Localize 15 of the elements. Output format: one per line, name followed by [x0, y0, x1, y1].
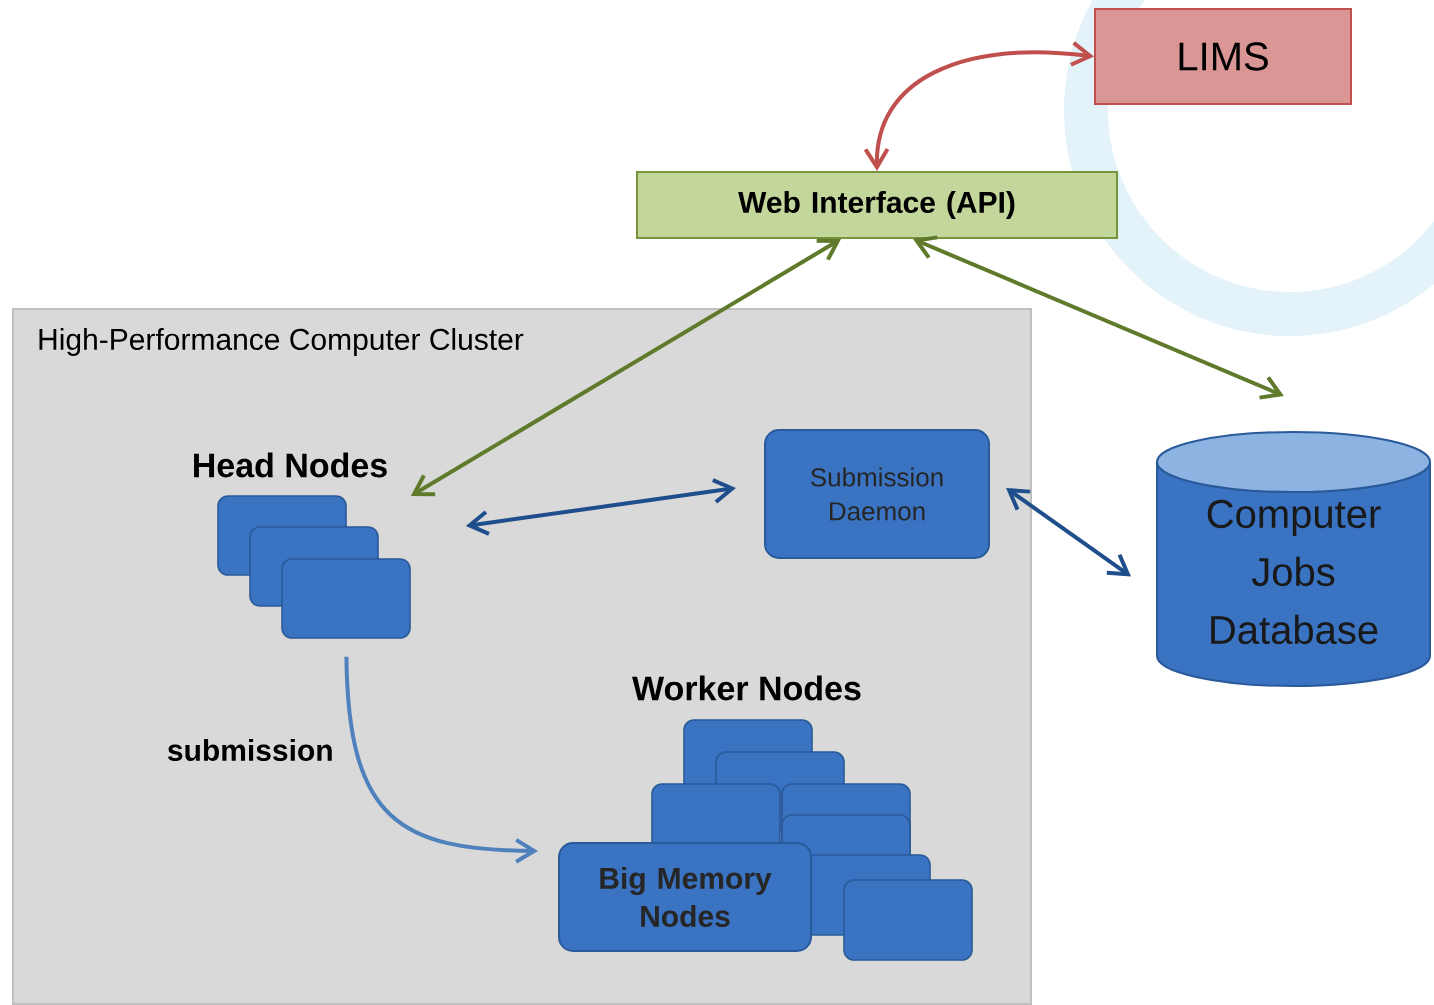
server-stack: Head Nodes	[194, 452, 411, 639]
arrow	[913, 235, 1284, 400]
system-box: LIMS	[1094, 8, 1352, 105]
node-label: Worker Nodes	[632, 675, 861, 701]
arrow	[344, 656, 538, 864]
node-label: Head Nodes	[194, 452, 387, 478]
memory-node-box: Big Memory Nodes	[558, 842, 812, 952]
arrow	[465, 478, 736, 536]
daemon-box: Submission Daemon	[764, 429, 990, 559]
arrow	[410, 238, 841, 497]
arrow	[863, 41, 1094, 171]
interface-box: Web Interface (API)	[636, 171, 1118, 239]
database-cylinder: Computer Jobs Database	[1156, 431, 1431, 687]
edge-label: submission	[162, 735, 338, 765]
arrow	[1006, 488, 1131, 577]
